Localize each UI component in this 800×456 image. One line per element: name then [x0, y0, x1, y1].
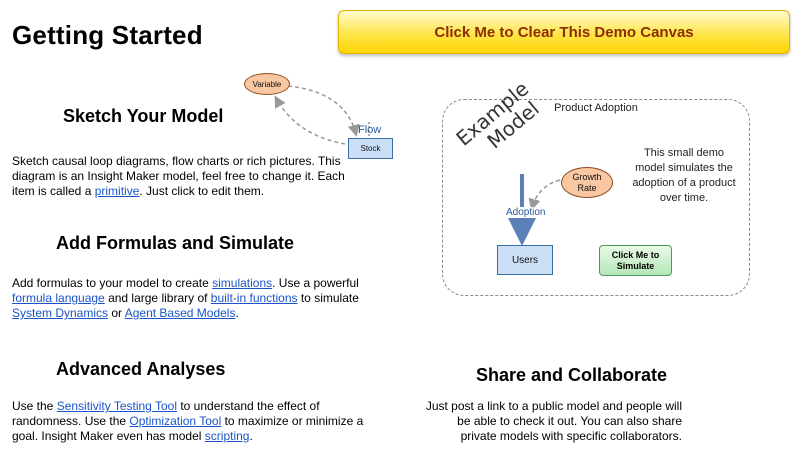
product-adoption-folder[interactable] [442, 99, 750, 296]
share-heading: Share and Collaborate [476, 365, 668, 385]
stock-node[interactable]: Stock [348, 138, 393, 159]
formulas-text: Add formulas to your model to create [12, 276, 213, 290]
builtin-functions-link[interactable]: built-in functions [210, 291, 298, 305]
flow-label[interactable]: Flow [358, 124, 382, 136]
link-stock-to-variable [274, 95, 353, 146]
simulate-button[interactable]: Click Me to Simulate [599, 245, 672, 276]
analyses-paragraph: Use the Sensitivity Testing Tool to unde… [12, 399, 372, 444]
formulas-text: or [108, 306, 125, 320]
analyses-heading: Advanced Analyses [56, 359, 226, 379]
users-stock[interactable]: Users [497, 245, 553, 275]
formulas-heading: Add Formulas and Simulate [56, 233, 295, 253]
primitive-link[interactable]: primitive [94, 184, 140, 198]
analyses-text: to understand the effect of randomness. … [12, 399, 320, 428]
sketch-text: Sketch causal loop diagrams, flow charts… [12, 154, 345, 198]
share-paragraph: Just post a link to a public model and p… [425, 399, 682, 443]
demo-description: This small demo model simulates the adop… [632, 147, 736, 204]
analyses-text: to maximize or minimize a goal. Insight … [12, 414, 364, 443]
formulas-text: . Use a powerful [272, 276, 359, 290]
clear-canvas-button[interactable]: Click Me to Clear This Demo Canvas [338, 10, 790, 54]
folder-title: Product Adoption [554, 102, 638, 114]
formulas-text: to simulate [297, 291, 359, 305]
analyses-text: Use the [12, 399, 57, 413]
growth-rate-node[interactable]: Growth Rate [561, 167, 613, 198]
formulas-paragraph: Add formulas to your model to create sim… [12, 276, 360, 321]
optimization-tool-link[interactable]: Optimization Tool [129, 414, 222, 428]
adoption-flow-label[interactable]: Adoption [505, 207, 547, 218]
growth-to-adoption-link [528, 179, 561, 211]
sensitivity-tool-link[interactable]: Sensitivity Testing Tool [56, 399, 177, 413]
agent-based-models-link[interactable]: Agent Based Models [124, 306, 236, 320]
system-dynamics-link[interactable]: System Dynamics [12, 306, 109, 320]
page-title: Getting Started [12, 20, 203, 50]
sketch-text-end: . Just click to edit them. [139, 184, 265, 198]
sketch-heading: Sketch Your Model [63, 106, 224, 126]
analyses-text-end: . [249, 429, 253, 443]
sketch-paragraph: Sketch causal loop diagrams, flow charts… [12, 154, 370, 199]
variable-node[interactable]: Variable [244, 73, 290, 95]
link-variable-to-stock [287, 85, 360, 137]
scripting-link[interactable]: scripting [204, 429, 250, 443]
formulas-text: and large library of [104, 291, 211, 305]
formula-language-link[interactable]: formula language [12, 291, 105, 305]
simulations-link[interactable]: simulations [212, 276, 273, 290]
formulas-text-end: . [235, 306, 239, 320]
